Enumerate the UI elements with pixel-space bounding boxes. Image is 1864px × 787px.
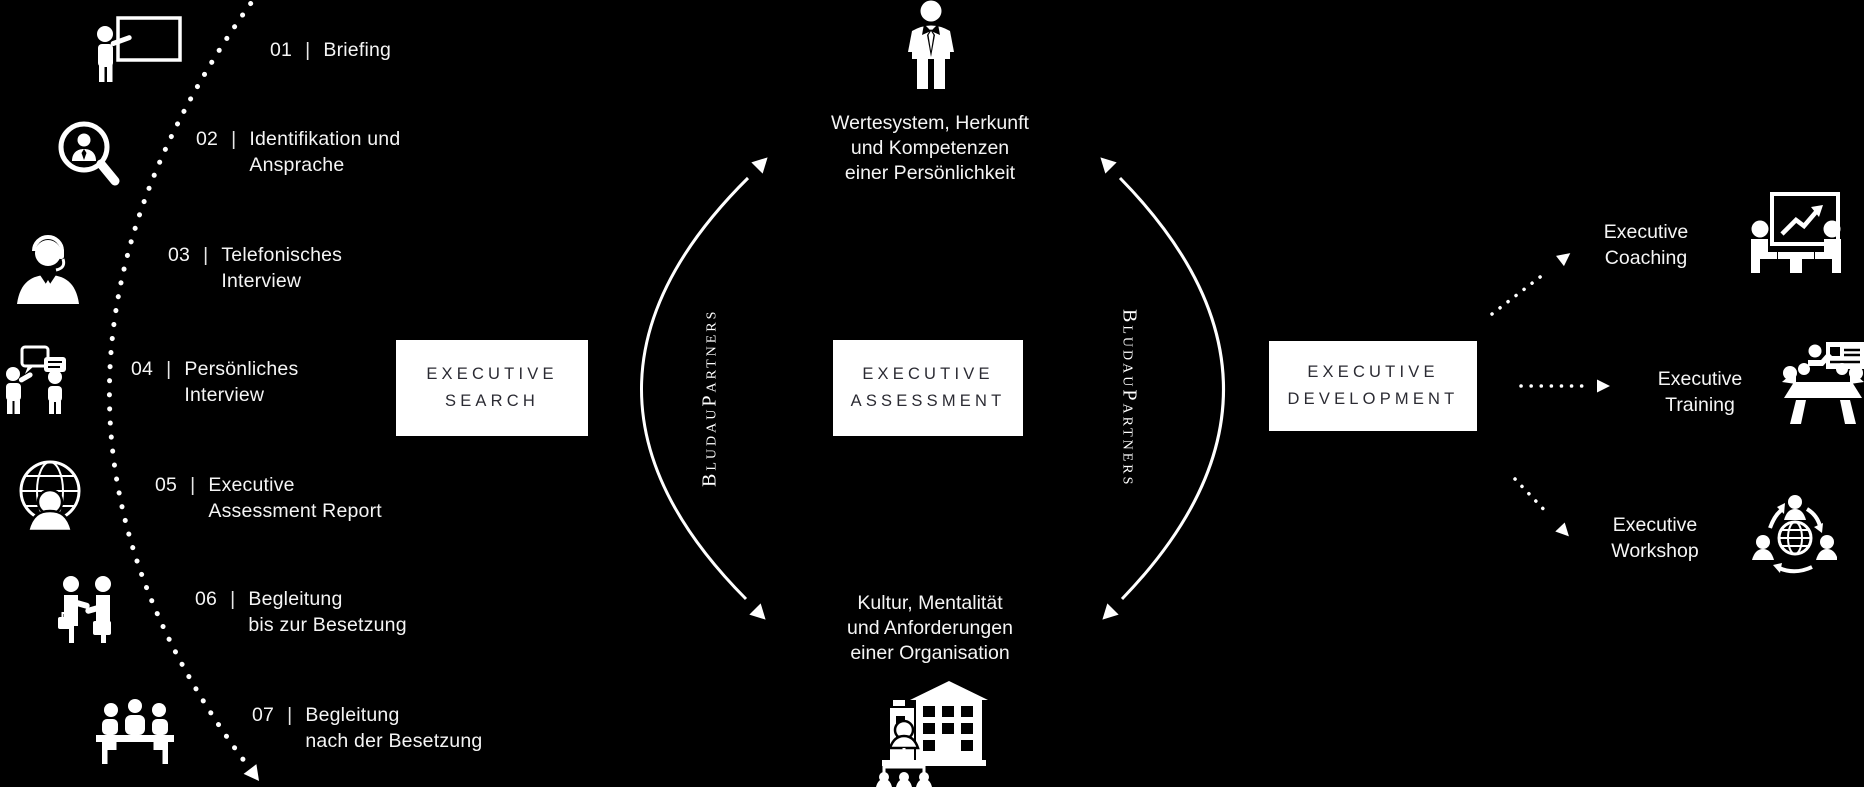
step-separator: | [166, 358, 172, 380]
building-orgchart-icon [860, 678, 990, 787]
step-label: Begleitung bis zur Besetzung [248, 588, 407, 636]
pillar-executive-search: EXECUTIVE SEARCH [396, 340, 588, 436]
process-step-07: 07 | Begleitung nach der Besetzung [252, 703, 482, 754]
meeting-table-icon [94, 698, 176, 770]
pillar-executive-assessment: EXECUTIVE ASSESSMENT [833, 340, 1023, 436]
process-arc [107, 0, 257, 765]
step-number: 01 [270, 39, 293, 61]
brand-vertical-left: BludauPartners [698, 308, 721, 488]
step-label: Executive Assessment Report [208, 474, 382, 522]
step-label: Telefonisches Interview [221, 244, 343, 292]
process-step-05: 05 | Executive Assessment Report [155, 473, 382, 524]
handshake-icon [58, 574, 116, 646]
development-item-training: Executive Training [1657, 368, 1743, 416]
process-step-03: 03 | Telefonisches Interview [168, 243, 342, 294]
businessman-icon [904, 0, 958, 90]
step-separator: | [231, 128, 237, 150]
step-separator: | [287, 704, 293, 726]
training-seminar-icon [1782, 340, 1864, 428]
process-step-04: 04 | Persönliches Interview [131, 357, 298, 408]
coaching-dotted-arrow [1490, 272, 1546, 316]
step-label: Persönliches Interview [184, 358, 299, 406]
left-exchange-arrow [640, 176, 750, 601]
development-item-workshop: Executive Workshop [1611, 514, 1699, 562]
magnifier-person-icon [55, 118, 120, 193]
globe-person-icon [16, 459, 84, 531]
training-arrowhead [1597, 379, 1610, 393]
step-separator: | [203, 244, 209, 266]
right-exchange-arrow [1118, 176, 1225, 601]
development-item-coaching: Executive Coaching [1603, 221, 1689, 269]
brand-vertical-right: BludauPartners [1118, 308, 1141, 488]
step-number: 03 [168, 244, 191, 266]
workshop-team-globe-icon [1752, 494, 1837, 579]
coaching-presentation-icon [1750, 192, 1842, 280]
coaching-arrowhead [1556, 247, 1575, 267]
left-exchange-arrowhead-top [751, 151, 774, 174]
process-step-01: 01 | Briefing [270, 38, 391, 64]
workshop-arrowhead [1555, 522, 1574, 541]
headset-person-icon [14, 234, 84, 304]
process-arc-arrowhead [243, 764, 266, 786]
step-number: 06 [195, 588, 218, 610]
conversation-people-icon [0, 344, 72, 416]
step-number: 02 [196, 128, 219, 150]
teacher-blackboard-icon [88, 11, 183, 86]
person-dimension-text: Wertesystem, Herkunft und Kompetenzen ei… [831, 112, 1029, 184]
step-label: Identifikation und Ansprache [249, 128, 401, 176]
workshop-dotted-arrow [1513, 477, 1551, 517]
pillar-executive-development: EXECUTIVE DEVELOPMENT [1269, 341, 1477, 431]
step-separator: | [230, 588, 236, 610]
step-label: Begleitung nach der Besetzung [305, 704, 483, 752]
step-separator: | [190, 474, 196, 496]
step-number: 07 [252, 704, 275, 726]
process-step-06: 06 | Begleitung bis zur Besetzung [195, 587, 407, 638]
step-label: Briefing [323, 39, 392, 61]
step-number: 05 [155, 474, 178, 496]
step-separator: | [305, 39, 311, 61]
right-exchange-arrowhead-top [1094, 151, 1117, 174]
right-exchange-arrowhead-bottom [1096, 603, 1119, 626]
organisation-dimension-text: Kultur, Mentalität und Anforderungen ein… [847, 592, 1013, 664]
process-step-02: 02 | Identifikation und Ansprache [196, 127, 400, 178]
step-number: 04 [131, 358, 154, 380]
left-exchange-arrowhead-bottom [749, 603, 772, 626]
